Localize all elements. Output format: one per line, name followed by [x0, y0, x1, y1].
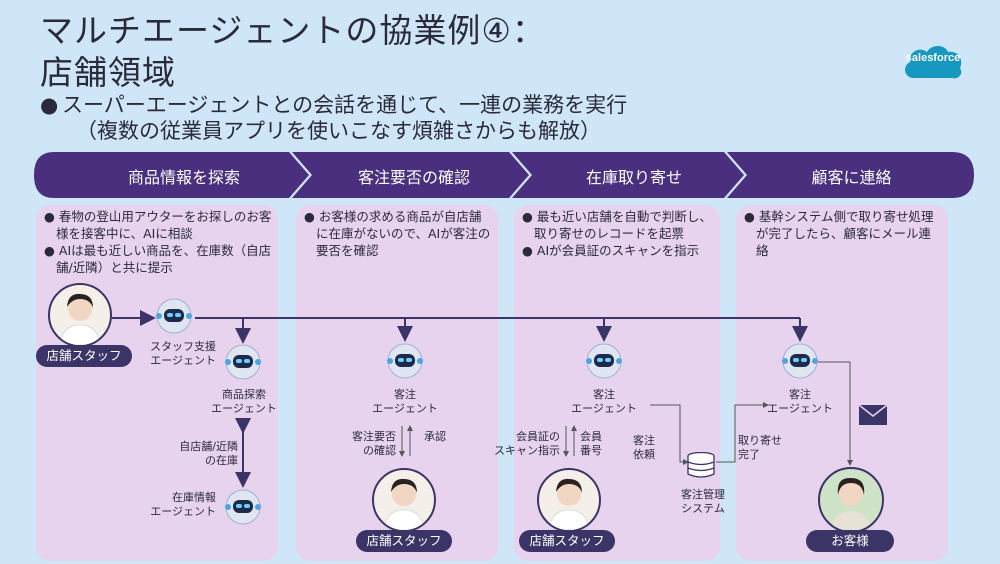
robot-icon-order-4 — [782, 343, 818, 379]
database-icon — [687, 452, 715, 478]
staff-avatar-1 — [48, 283, 112, 347]
subtitle-line-2: （複数の従業員アプリを使いこなす煩雑さからも解放） — [76, 119, 601, 143]
panel-1-text: ● 春物の登山用アウターをお探しのお客様を接客中に、AIに相談 ● AIは最も近… — [44, 208, 274, 276]
step-1-label: 商品情報を探索 — [127, 168, 240, 187]
staff-avatar-2 — [372, 468, 436, 532]
robot-icon-product — [225, 344, 261, 380]
product-agent-label: 商品探索 エージェント — [211, 388, 277, 415]
order-agent-label-3: 客注 エージェント — [571, 388, 637, 415]
panel-4-text: ● 基幹システム側で取り寄せ処理が完了したら、顧客にメール連絡 — [744, 208, 940, 259]
panel-3-bullet-2: ● AIが会員証のスキャンを指示 — [522, 243, 700, 258]
own-nearby-stock-label: 自店舗/近隣 の在庫 — [179, 440, 238, 467]
mail-icon — [858, 404, 888, 425]
logo-text: salesforce — [905, 52, 961, 64]
scan-card-label: 会員証の スキャン指示 — [494, 430, 560, 457]
order-request-label: 客注 依頼 — [633, 434, 655, 461]
staff-label-2: 店舗スタッフ — [356, 530, 452, 552]
person-icon — [59, 293, 101, 345]
customer-avatar — [818, 467, 884, 533]
chevron-banner — [34, 152, 974, 198]
transfer-done-label: 取り寄せ 完了 — [738, 434, 782, 461]
subtitle-bullet: ● — [40, 93, 59, 117]
panel-3-bullet-1: ● 最も近い店舗を自動で判断し、取り寄せのレコードを起票 — [522, 209, 712, 241]
subtitle: ●スーパーエージェントとの会話を通じて、一連の業務を実行 （複数の従業員アプリを… — [40, 92, 627, 144]
order-agent-label-2: 客注 エージェント — [372, 388, 438, 415]
step-3-label: 在庫取り寄せ — [585, 168, 682, 187]
robot-icon-inventory — [225, 489, 261, 525]
approval-label: 承認 — [424, 430, 446, 443]
panel-1-bullet-1: ● 春物の登山用アウターをお探しのお客様を接客中に、AIに相談 — [44, 209, 272, 241]
subtitle-line-1: スーパーエージェントとの会話を通じて、一連の業務を実行 — [62, 93, 628, 117]
process-steps: 商品情報を探索 客注要否の確認 在庫取り寄せ 顧客に連絡 — [34, 150, 974, 200]
person-icon — [548, 478, 590, 530]
support-agent-label: スタッフ支援 エージェント — [150, 340, 216, 367]
robot-icon-order-3 — [586, 343, 622, 379]
inventory-agent-label: 在庫情報 エージェント — [150, 491, 216, 518]
robot-icon-order-2 — [387, 343, 423, 379]
salesforce-logo: salesforce — [900, 40, 966, 84]
order-system-label: 客注管理 システム — [681, 488, 725, 515]
page-title: マルチエージェントの協業例④： 店舗領域 — [40, 10, 546, 94]
person-icon — [831, 477, 871, 531]
staff-avatar-3 — [537, 468, 601, 532]
panel-1-bullet-2: ● AIは最も近しい商品を、在庫数（自店舗/近隣）と共に提示 — [44, 243, 272, 275]
title-line-1: マルチエージェントの協業例④： — [40, 11, 546, 50]
step-2-label: 客注要否の確認 — [357, 168, 470, 187]
order-agent-label-4: 客注 エージェント — [767, 388, 833, 415]
person-icon — [383, 478, 425, 530]
step-4-label: 顧客に連絡 — [811, 168, 892, 187]
order-check-label: 客注要否 の確認 — [352, 430, 396, 457]
arrow-order-request — [650, 404, 689, 465]
panel-2-text: ● お客様の求める商品が自店舗に在庫がないので、AIが客注の要否を確認 — [304, 208, 492, 259]
customer-label: お客様 — [806, 530, 894, 552]
panel-4-bullet-1: ● 基幹システム側で取り寄せ処理が完了したら、顧客にメール連絡 — [744, 209, 934, 258]
cloud-icon — [905, 46, 962, 79]
panel-2-bullet-1: ● お客様の求める商品が自店舗に在庫がないので、AIが客注の要否を確認 — [304, 209, 491, 258]
robot-icon-support — [156, 298, 192, 334]
member-number-label: 会員 番号 — [580, 430, 602, 457]
staff-label-1: 店舗スタッフ — [36, 345, 132, 367]
arrow-to-customer — [818, 361, 853, 466]
staff-label-3: 店舗スタッフ — [519, 530, 615, 552]
title-line-2: 店舗領域 — [40, 53, 176, 92]
panel-3-text: ● 最も近い店舗を自動で判断し、取り寄せのレコードを起票 ● AIが会員証のスキ… — [522, 208, 714, 259]
arrow-transfer-done — [716, 402, 769, 463]
